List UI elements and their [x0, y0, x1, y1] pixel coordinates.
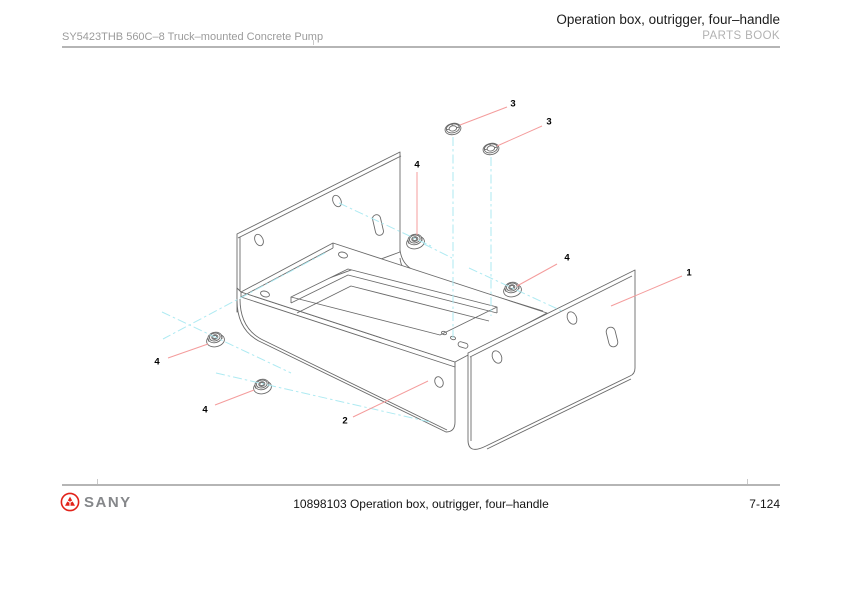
- screw: [444, 122, 462, 136]
- callout-label-4: 4: [154, 356, 160, 368]
- callout-label-4: 4: [414, 159, 420, 171]
- flange-nut: [406, 233, 425, 250]
- brand-name: SANY: [84, 493, 132, 511]
- callout-label-1: 1: [686, 267, 692, 279]
- callout-label-2: 2: [342, 415, 348, 427]
- flange-nut: [206, 331, 225, 348]
- callout-label-3: 3: [510, 98, 516, 110]
- header-rule: [62, 46, 780, 48]
- page-number: 7-124: [749, 497, 780, 511]
- callout-label-3: 3: [546, 116, 552, 128]
- callout-label-4: 4: [202, 404, 208, 416]
- footer-tick-mark: [747, 479, 748, 484]
- flange-nut: [503, 281, 522, 298]
- brand-lockup: SANY: [60, 492, 132, 512]
- footer-rule: [62, 484, 780, 486]
- leader-lines: [167, 106, 683, 418]
- side-plate-part-1: [467, 269, 636, 450]
- parts-book-label: PARTS BOOK: [702, 30, 780, 42]
- header-model-text: SY5423THB 560C–8 Truck–mounted Concrete …: [62, 31, 324, 43]
- box-body-part-2: [236, 242, 548, 433]
- callout-label-4: 4: [564, 252, 570, 264]
- centerlines: [161, 137, 563, 423]
- screw: [482, 142, 500, 156]
- footer-caption: 10898103 Operation box, outrigger, four–…: [293, 497, 549, 511]
- header-tick-mark: [313, 40, 314, 45]
- sany-logo-icon: [60, 492, 80, 512]
- footer-tick-mark: [97, 479, 98, 484]
- flange-nut: [253, 378, 272, 395]
- page-title: Operation box, outrigger, four–handle: [556, 12, 780, 27]
